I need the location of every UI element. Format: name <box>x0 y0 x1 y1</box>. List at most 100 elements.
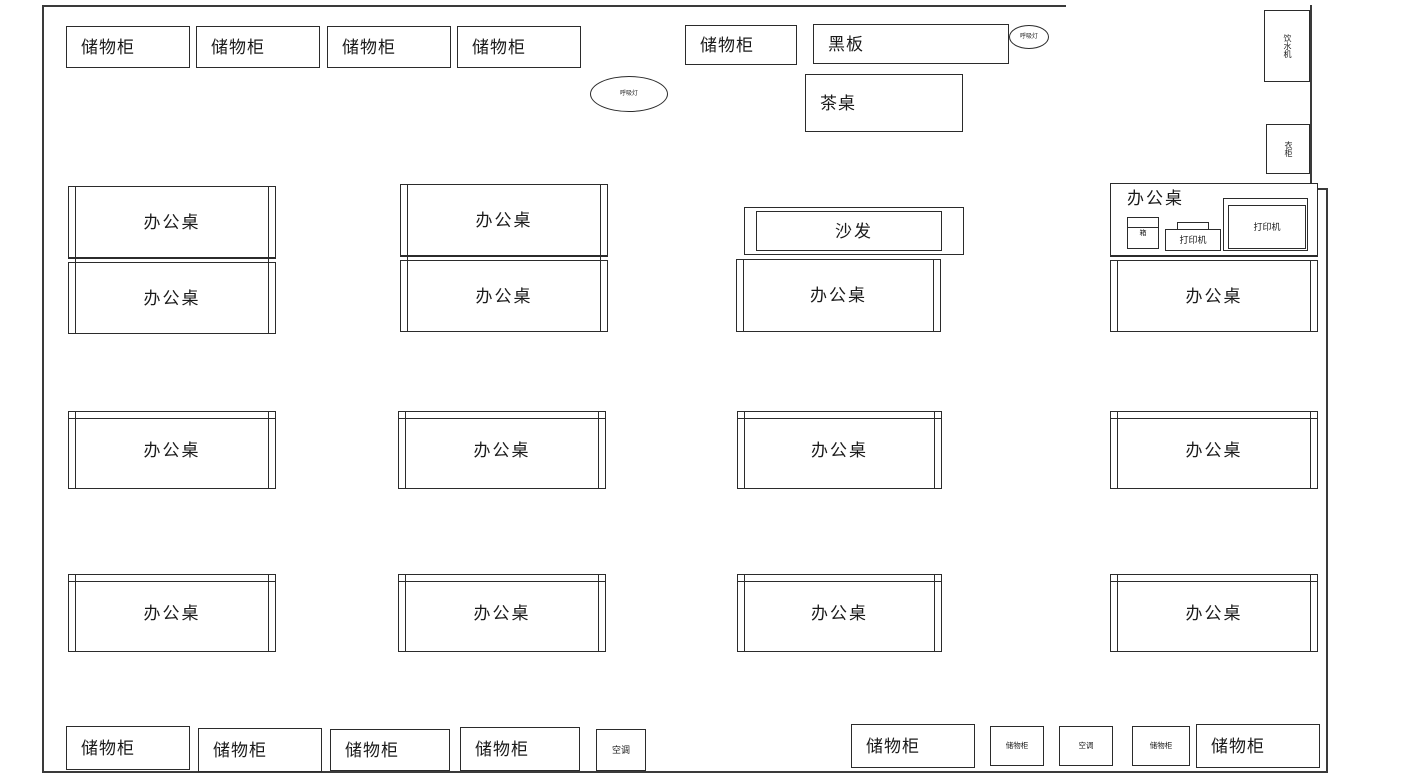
desk-label: 办公桌 <box>473 440 531 460</box>
breathing-light-node-blackboard[interactable]: 呼吸灯 <box>1009 25 1049 49</box>
wall-bottom <box>42 771 1328 773</box>
desk-row3-3[interactable]: 办公桌 <box>737 574 942 652</box>
desk-row3-2[interactable]: 办公桌 <box>398 574 606 652</box>
desk-top-strip <box>68 418 276 419</box>
cabinet-label: 储物柜 <box>213 740 267 760</box>
desk-row2-3[interactable]: 办公桌 <box>737 411 942 489</box>
desk-divider <box>400 256 608 257</box>
desk-edge-right <box>598 411 599 489</box>
box-small[interactable]: 箱 <box>1127 217 1159 249</box>
air-conditioner-bottom-right[interactable]: 空调 <box>1059 726 1113 766</box>
desk-label: 办公桌 <box>810 286 867 305</box>
desk-edge-left <box>1117 411 1118 489</box>
desk-label: 办公桌 <box>475 210 533 230</box>
desk-label: 办公桌 <box>1185 440 1243 460</box>
desk-edge-right <box>598 574 599 652</box>
desk-edge-left <box>405 411 406 489</box>
desk-edge-left <box>1117 260 1118 332</box>
cabinet-bottom-left-4[interactable]: 储物柜 <box>460 727 580 771</box>
box-label: 箱 <box>1139 228 1147 237</box>
desk-row2-1-group: 办公桌 <box>68 411 276 489</box>
printer-label: 打印机 <box>1253 221 1281 232</box>
desk-row3-1[interactable]: 办公桌 <box>68 574 276 652</box>
desk-top-strip <box>398 581 606 582</box>
desk-divider <box>1110 256 1318 257</box>
wall-top-left <box>42 5 1066 7</box>
cabinet-bottom-left-1[interactable]: 储物柜 <box>66 726 190 770</box>
cabinet-top-4[interactable]: 储物柜 <box>457 26 581 68</box>
blackboard[interactable]: 黑板 <box>813 24 1009 64</box>
cabinet-label: 储物柜 <box>866 736 920 756</box>
printer-1[interactable]: 打印机 <box>1165 229 1221 251</box>
desk-row1-3[interactable]: 办公桌 <box>736 259 941 332</box>
desk-label: 办公桌 <box>475 286 533 306</box>
desk-label: 办公桌 <box>811 440 868 460</box>
desk-edge-left <box>407 184 408 332</box>
cabinet-bottom-right-3[interactable]: 储物柜 <box>1132 726 1190 766</box>
cabinet-label: 储物柜 <box>1005 741 1029 751</box>
wall-right-upper <box>1310 5 1312 190</box>
desk-label: 办公桌 <box>1185 603 1243 623</box>
desk-top-strip <box>398 418 606 419</box>
wall-right-jog <box>1310 188 1328 190</box>
desk-row2-4-group: 办公桌 <box>1110 411 1318 489</box>
air-conditioner-bottom-left[interactable]: 空调 <box>596 729 646 771</box>
desk-edge-right <box>933 259 934 332</box>
desk-edge-left <box>744 574 745 652</box>
desk-row2-2-group: 办公桌 <box>398 411 606 489</box>
cabinet-top-1[interactable]: 储物柜 <box>66 26 190 68</box>
air-conditioner-label: 空调 <box>1078 741 1094 751</box>
cabinet-label: 储物柜 <box>1149 741 1173 751</box>
desk-label: 办公桌 <box>473 603 531 623</box>
desk-row3-4[interactable]: 办公桌 <box>1110 574 1318 652</box>
desk-row1-1-bottom[interactable]: 办公桌 <box>68 262 276 334</box>
printer-2[interactable]: 打印机 <box>1228 205 1306 249</box>
printer-1-tray <box>1177 222 1209 230</box>
wall-right <box>1326 188 1328 773</box>
cabinet-label: 储物柜 <box>345 740 399 760</box>
cabinet-label: 储物柜 <box>1211 736 1265 756</box>
desk-edge-left <box>75 411 76 489</box>
cabinet-bottom-right-1[interactable]: 储物柜 <box>851 724 975 768</box>
desk-pair-2: 办公桌 办公桌 <box>400 184 608 332</box>
wall-left <box>42 5 44 773</box>
desk-edge-right <box>1310 574 1311 652</box>
desk-row3-2-group: 办公桌 <box>398 574 606 652</box>
cabinet-label: 储物柜 <box>472 37 526 57</box>
desk-row2-4[interactable]: 办公桌 <box>1110 411 1318 489</box>
desk-pair-1: 办公桌 办公桌 <box>68 186 276 334</box>
sofa-desk-group: 沙发 办公桌 <box>736 207 964 332</box>
cabinet-top-3[interactable]: 储物柜 <box>327 26 451 68</box>
desk-row1-4-bottom[interactable]: 办公桌 <box>1110 260 1318 332</box>
cabinet-top-2[interactable]: 储物柜 <box>196 26 320 68</box>
desk-label: 办公桌 <box>1185 286 1243 306</box>
desk-row1-2-bottom[interactable]: 办公桌 <box>400 260 608 332</box>
desk-edge-right <box>934 574 935 652</box>
cabinet-top-5[interactable]: 储物柜 <box>685 25 797 65</box>
node-label: 呼吸灯 <box>1019 34 1038 40</box>
cabinet-bottom-right-4[interactable]: 储物柜 <box>1196 724 1320 768</box>
desk-label: 办公桌 <box>143 440 201 460</box>
cabinet-label: 储物柜 <box>475 739 529 759</box>
desk-row1-2-top[interactable]: 办公桌 <box>400 184 608 256</box>
cabinet-bottom-right-2[interactable]: 储物柜 <box>990 726 1044 766</box>
wardrobe[interactable]: 衣柜 <box>1266 124 1310 174</box>
desk-row1-1-top[interactable]: 办公桌 <box>68 186 276 258</box>
desk-edge-right <box>1310 411 1311 489</box>
desk-divider <box>68 258 276 259</box>
breathing-light-node-center[interactable]: 呼吸灯 <box>590 76 668 112</box>
sofa[interactable]: 沙发 <box>744 207 964 255</box>
desk-edge-right <box>1310 260 1311 332</box>
cabinet-bottom-left-2[interactable]: 储物柜 <box>198 728 322 772</box>
blackboard-label: 黑板 <box>828 34 864 54</box>
desk-row2-2[interactable]: 办公桌 <box>398 411 606 489</box>
desk-top-strip <box>737 581 942 582</box>
cabinet-bottom-left-3[interactable]: 储物柜 <box>330 729 450 771</box>
desk-edge-left <box>743 259 744 332</box>
desk-row2-1[interactable]: 办公桌 <box>68 411 276 489</box>
water-dispenser[interactable]: 饮水机 <box>1264 10 1310 82</box>
desk-label: 办公桌 <box>143 603 201 623</box>
desk-edge-left <box>1117 574 1118 652</box>
tea-table[interactable]: 茶桌 <box>805 74 963 132</box>
desk-label: 办公桌 <box>143 288 201 308</box>
